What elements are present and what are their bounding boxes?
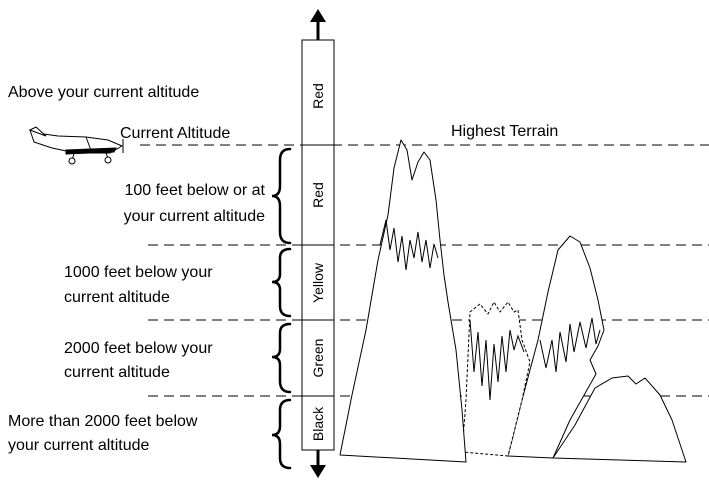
brace-yellow <box>271 247 292 318</box>
airplane-icon <box>28 126 124 165</box>
snow-line-middle <box>469 319 525 401</box>
label-red-1: 100 feet below or at <box>124 182 265 199</box>
bar-band-black: Black <box>310 406 326 441</box>
braces <box>271 147 292 470</box>
bar-band-yellow: Yellow <box>310 262 326 303</box>
label-highest-terrain: Highest Terrain <box>451 123 558 140</box>
mountain-left <box>339 139 467 463</box>
brace-red <box>271 147 292 245</box>
terrain <box>339 139 687 463</box>
label-current-altitude: Current Altitude <box>120 125 230 142</box>
label-yellow-1: 1000 feet below your <box>64 264 213 281</box>
label-green-2: current altitude <box>64 364 170 381</box>
arrow-down-icon <box>310 465 326 478</box>
label-black-2: your current altitude <box>8 437 150 454</box>
label-above: Above your current altitude <box>8 84 199 101</box>
label-green-1: 2000 feet below your <box>64 340 213 357</box>
label-red-2: your current altitude <box>124 208 266 225</box>
bar-band-green: Green <box>310 339 326 378</box>
brace-black <box>271 398 292 470</box>
label-yellow-2: current altitude <box>64 289 170 306</box>
bar-band-above: Red <box>310 83 326 109</box>
mountain-right <box>507 235 605 459</box>
bar-band-red: Red <box>310 182 326 208</box>
label-black-1: More than 2000 feet below <box>8 413 198 430</box>
brace-green <box>271 322 292 394</box>
snow-lines <box>379 219 601 401</box>
mountain-right-small <box>552 375 687 463</box>
arrow-up-icon <box>310 9 326 22</box>
snow-line-left <box>379 219 439 271</box>
snow-line-right <box>539 317 601 373</box>
altitude-bar: Red Red Yellow Green Black <box>301 9 335 478</box>
